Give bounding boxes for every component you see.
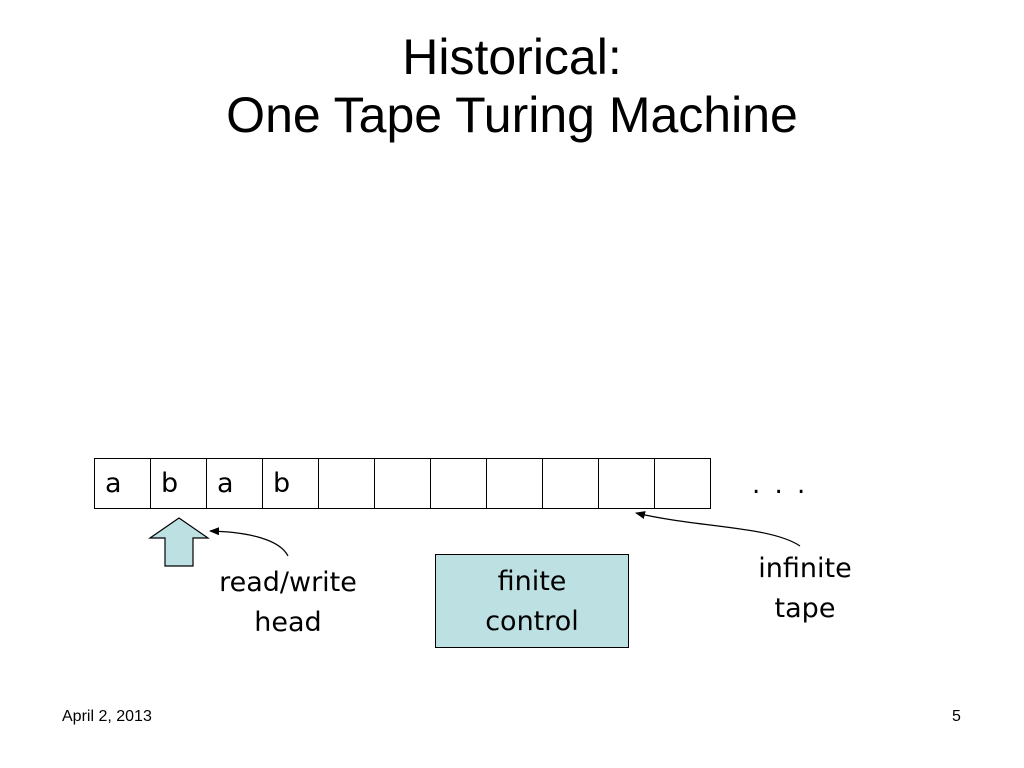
tape-cell [543,458,599,509]
infinite-tape-label-line-2: tape [774,593,836,624]
head-pointer-line [209,527,289,557]
tape-cell [655,458,711,509]
finite-control-label-line-2: control [485,606,579,637]
tape: a b a b [94,458,711,509]
read-write-head-arrow [148,517,210,567]
tape-cell [319,458,375,509]
finite-control-label-line-1: finite [497,566,567,597]
tape-pointer-line [635,511,801,547]
slide-title: Historical: One Tape Turing Machine [0,28,1024,144]
read-write-head-label-line-1: read/write [219,567,357,598]
page-number: 5 [952,708,961,725]
tape-cell [599,458,655,509]
tape-cell: a [207,458,263,509]
tape-cell [375,458,431,509]
tape-cell: b [151,458,207,509]
tape-cell [431,458,487,509]
read-write-head-label-line-2: head [254,607,322,638]
infinite-tape-label-line-1: infinite [758,553,852,584]
read-write-head-label: read/write head [188,563,388,643]
tape-cell: b [263,458,319,509]
finite-control-box: finite control [435,554,629,648]
tape-ellipsis: . . . [752,470,809,500]
infinite-tape-label: infinite tape [720,549,890,629]
tape-cell: a [95,458,151,509]
footer-date: April 2, 2013 [62,708,152,725]
tape-cell [487,458,543,509]
title-line-1: Historical: [402,29,622,85]
title-line-2: One Tape Turing Machine [226,87,798,143]
